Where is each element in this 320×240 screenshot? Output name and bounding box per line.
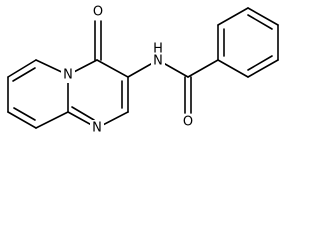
bond-c4-c5 [35, 111, 69, 129]
bond-c12-c13-inner [247, 14, 273, 30]
atom-o-amide: O [183, 115, 193, 130]
bond-c9-c10 [187, 59, 219, 78]
bond-c3-c4 [7, 111, 37, 129]
bond-c1-c2-inner [12, 67, 36, 82]
atom-n-ring-bg [90, 120, 104, 136]
atom-n-amide: N [153, 54, 163, 69]
atom-o-amide-bg [181, 114, 195, 130]
atom-nh-amide-bg [151, 44, 165, 68]
bonds [7, 7, 279, 129]
chemical-structure-diagram: O N N H N O [7, 4, 279, 136]
atom-o-carbonyl-ring: O [93, 5, 103, 20]
bond-c15-c10 [217, 59, 249, 78]
atom-o-carbonyl-ring-bg [91, 4, 105, 20]
atom-n-bridgehead: N [63, 68, 73, 83]
bond-c1-c2 [7, 59, 37, 78]
bond-c3-c4-inner [13, 107, 36, 121]
bond-c14-c15-inner [247, 55, 273, 71]
atom-n-ring: N [92, 121, 102, 136]
atom-h-amide: H [153, 42, 163, 57]
atom-labels: O N N H N O [61, 4, 195, 136]
bond-c6-c7 [96, 59, 129, 78]
bond-n2-c5-inner [71, 106, 95, 121]
bond-c14-c15 [247, 59, 279, 78]
bond-c12-c13 [247, 7, 279, 26]
atom-n-bridgehead-bg [61, 67, 75, 83]
bond-c11-c12 [217, 7, 249, 26]
